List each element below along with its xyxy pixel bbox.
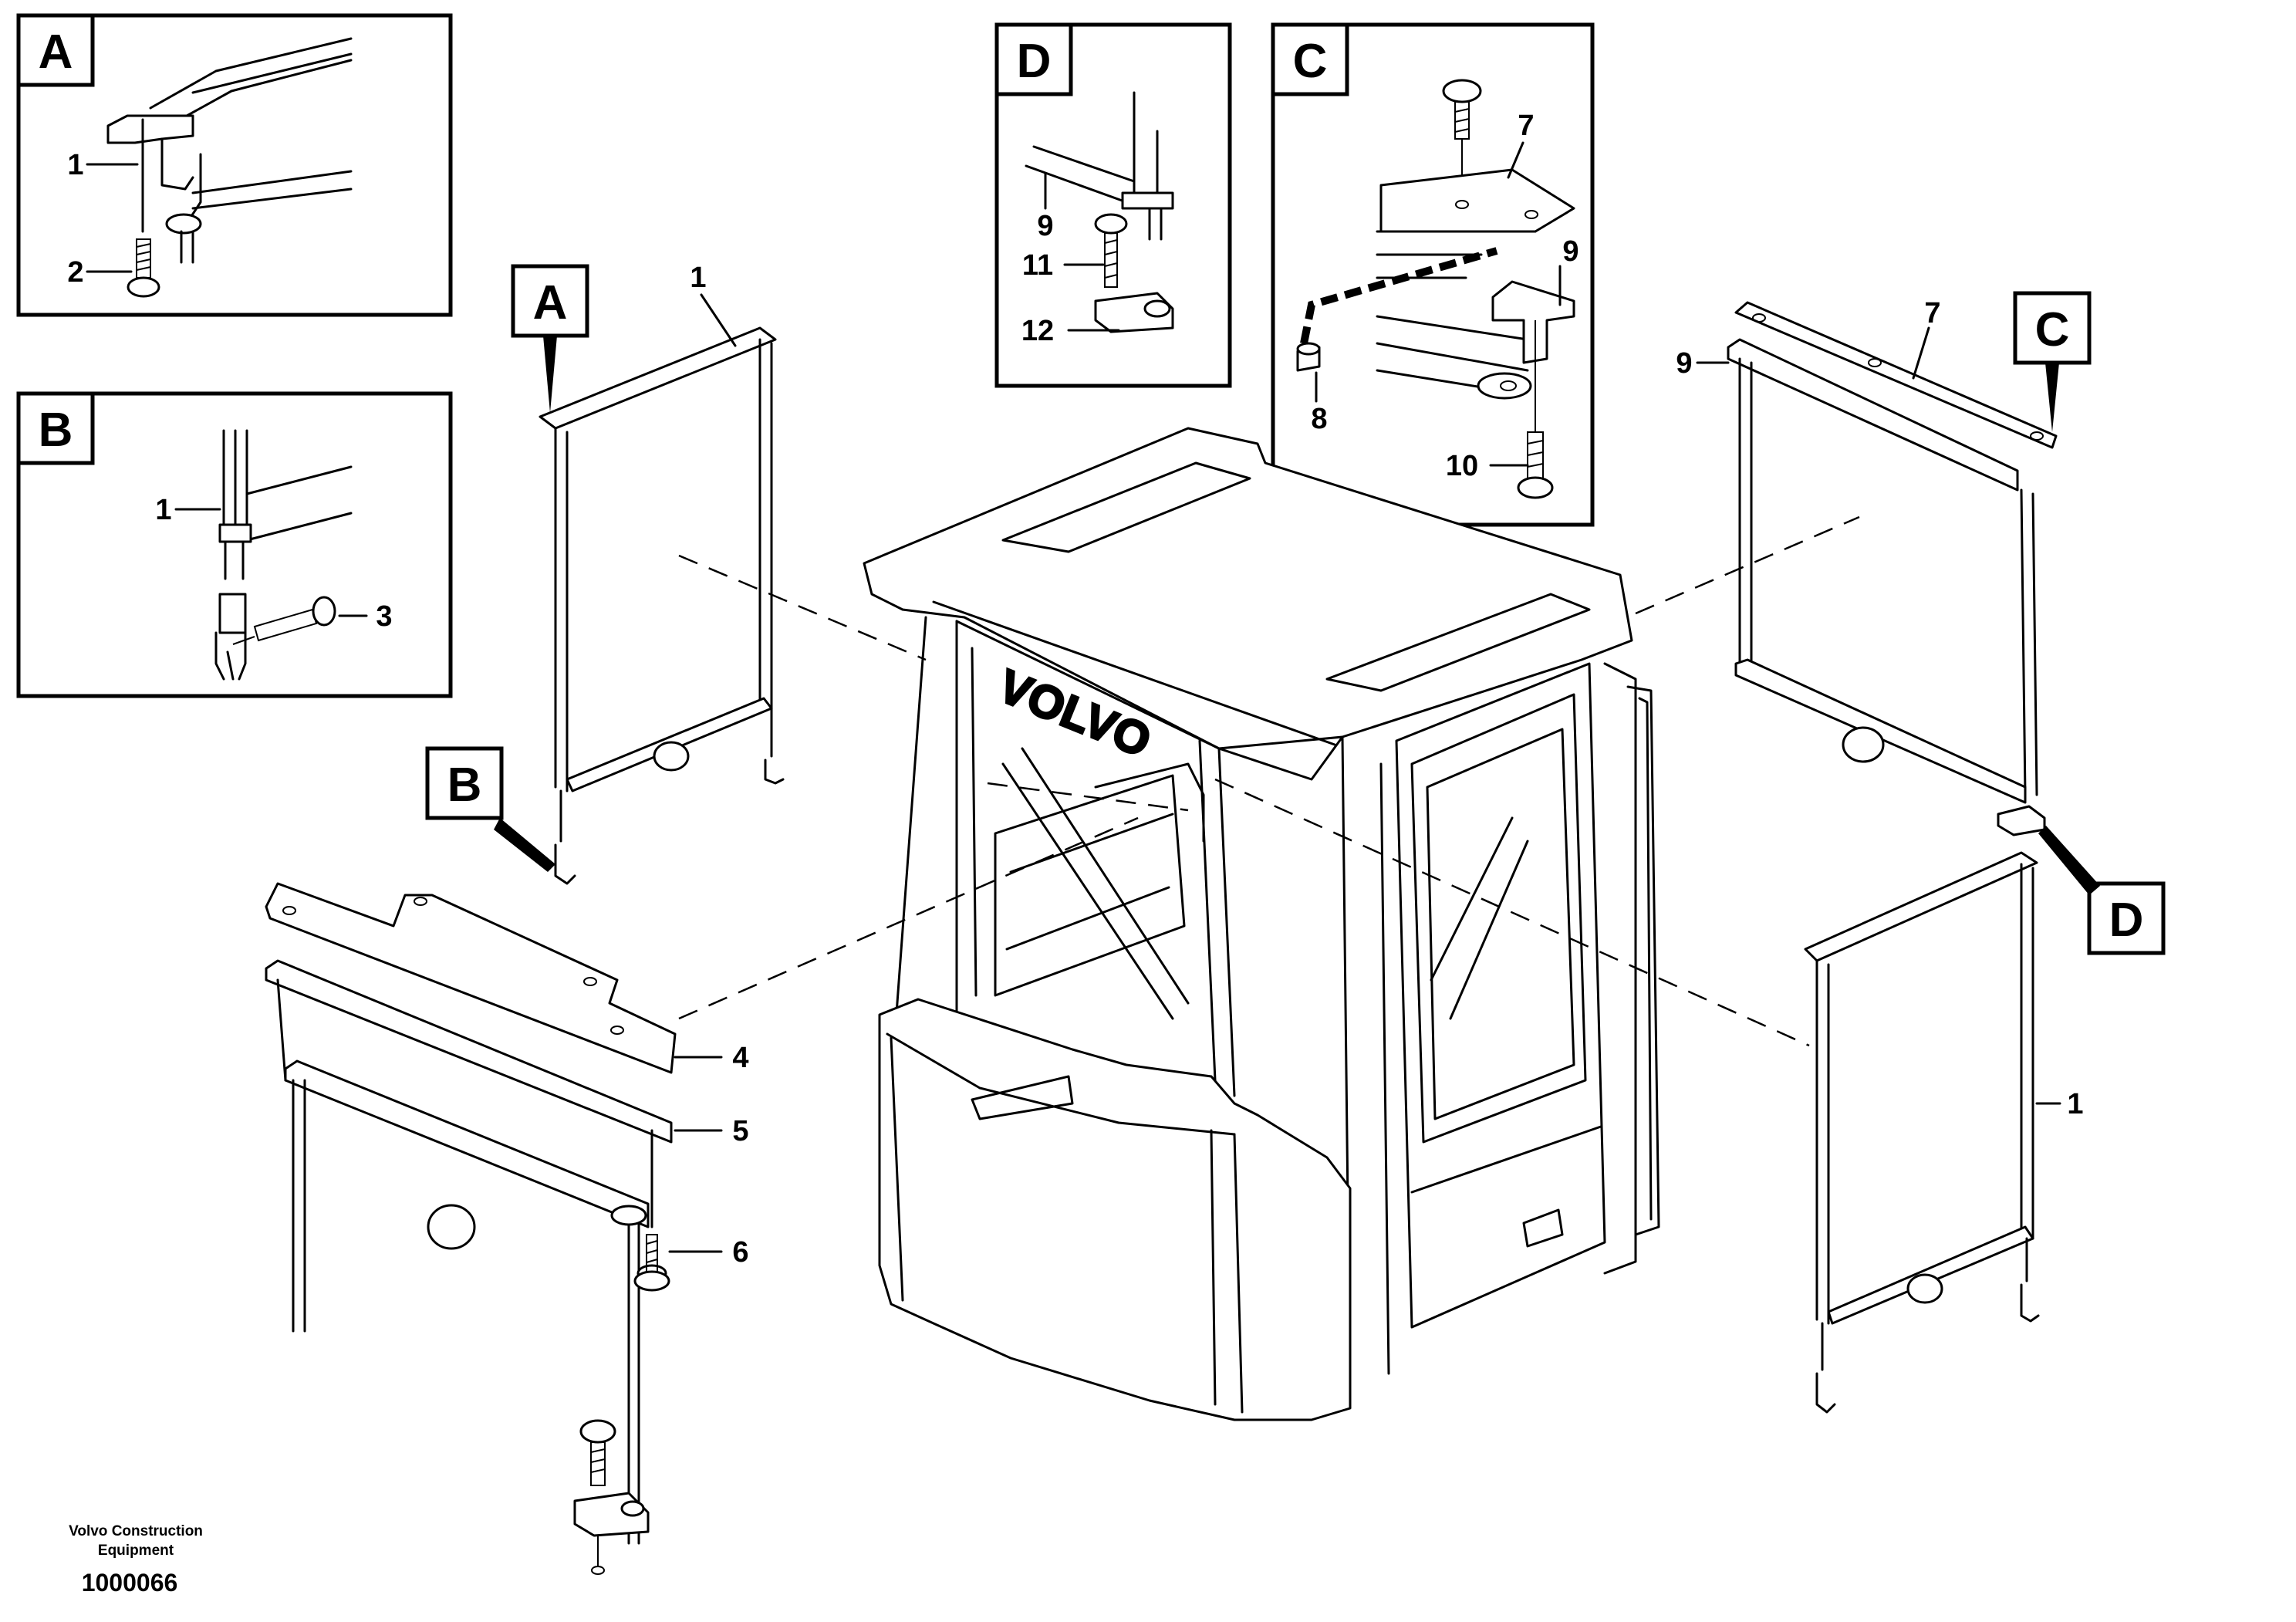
marker-b-arrow (494, 818, 555, 872)
marker-b: B (447, 759, 482, 812)
drawing-number: 1000066 (82, 1569, 178, 1597)
callout-c-7: 7 (1518, 110, 1534, 142)
footer-company-line1: Volvo Construction (69, 1523, 203, 1539)
callout-b-1: 1 (155, 494, 171, 526)
left-shelf-assembly: 4 5 6 (265, 882, 749, 1575)
detail-view-d: D 9 11 12 (994, 22, 1232, 388)
callout-right-9: 9 (1676, 347, 1692, 380)
callout-c-9: 9 (1562, 235, 1578, 268)
callout-right-7: 7 (1924, 297, 1940, 329)
alignment-lines (678, 515, 1860, 1047)
callout-c-10: 10 (1446, 450, 1478, 482)
detail-view-a: A 1 2 (16, 13, 453, 317)
callout-d-12: 12 (1021, 315, 1054, 347)
left-sunblind-assembly: 1 A B (425, 262, 785, 885)
right-upper-assembly: 9 7 C D (1676, 291, 2166, 955)
footer: Volvo Construction Equipment 1000066 (69, 1523, 203, 1597)
callout-right-1: 1 (2067, 1088, 2083, 1120)
marker-c: C (2035, 303, 2070, 357)
callout-left-6: 6 (732, 1236, 748, 1269)
callout-d-9: 9 (1037, 210, 1053, 242)
cab: VOLVO (863, 427, 1660, 1421)
callout-d-11: 11 (1022, 249, 1053, 282)
marker-d: D (2109, 894, 2144, 947)
marker-a-arrow (543, 336, 557, 413)
detail-view-c: C 7 9 8 10 (1271, 22, 1595, 527)
callout-c-8: 8 (1311, 403, 1327, 435)
callout-b-3: 3 (376, 600, 392, 633)
detail-label-a: A (39, 25, 73, 79)
marker-c-arrow (2045, 363, 2059, 432)
marker-a: A (533, 276, 568, 329)
detail-label-d: D (1017, 35, 1052, 88)
callout-left-4: 4 (732, 1042, 748, 1074)
right-lower-sunblind: 1 (1804, 851, 2084, 1414)
callout-a-1: 1 (67, 149, 83, 181)
detail-label-b: B (39, 404, 73, 457)
callout-left-5: 5 (732, 1115, 748, 1147)
detail-label-c: C (1293, 35, 1328, 88)
callout-left-1: 1 (690, 262, 706, 294)
callout-a-2: 2 (67, 256, 83, 289)
marker-d-arrow (2038, 826, 2100, 895)
footer-company-line2: Equipment (98, 1543, 174, 1559)
detail-view-b: B 1 3 (16, 391, 453, 698)
